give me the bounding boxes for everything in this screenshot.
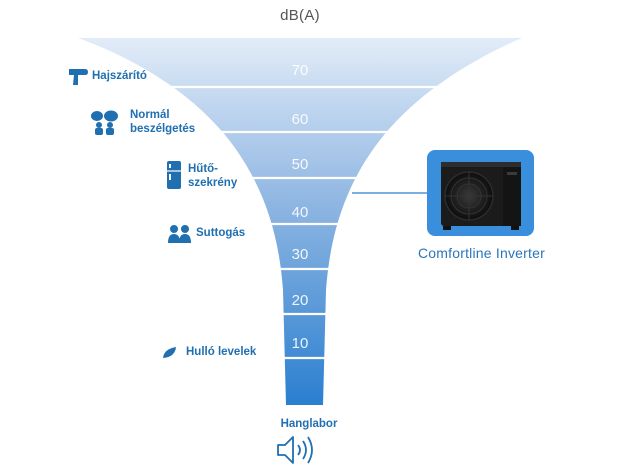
source-label-falling-leaves: Hulló levelek — [186, 346, 257, 358]
unit-label: dB(A) — [280, 7, 320, 24]
heat-pump-unit-icon — [441, 162, 521, 230]
source-label-hair-dryer: Hajszárító — [92, 70, 147, 82]
refrigerator-icon — [167, 161, 181, 189]
source-label-refrigerator: Hűtő-szekrény — [188, 163, 238, 189]
bottom-label: Hanglabor — [280, 418, 338, 430]
level-30: 30 — [291, 246, 309, 263]
source-label-whisper: Suttogás — [196, 227, 246, 239]
hair-dryer-icon — [69, 69, 88, 85]
level-20: 20 — [291, 292, 309, 309]
level-50: 50 — [291, 156, 309, 173]
funnel-shape — [78, 38, 522, 405]
funnel-separators — [131, 85, 470, 360]
leaf-icon — [163, 347, 176, 358]
level-60: 60 — [291, 111, 309, 128]
product-image-frame — [427, 150, 534, 236]
whispering-people-icon — [168, 225, 191, 243]
product-name: Comfortline Inverter — [418, 245, 545, 261]
level-40: 40 — [291, 204, 309, 221]
speaker-icon — [277, 436, 313, 464]
source-label-conversation: Normál beszélgetés — [130, 109, 196, 135]
level-70: 70 — [291, 62, 309, 79]
speech-bubbles-icon — [91, 110, 118, 135]
level-10: 10 — [291, 335, 309, 352]
